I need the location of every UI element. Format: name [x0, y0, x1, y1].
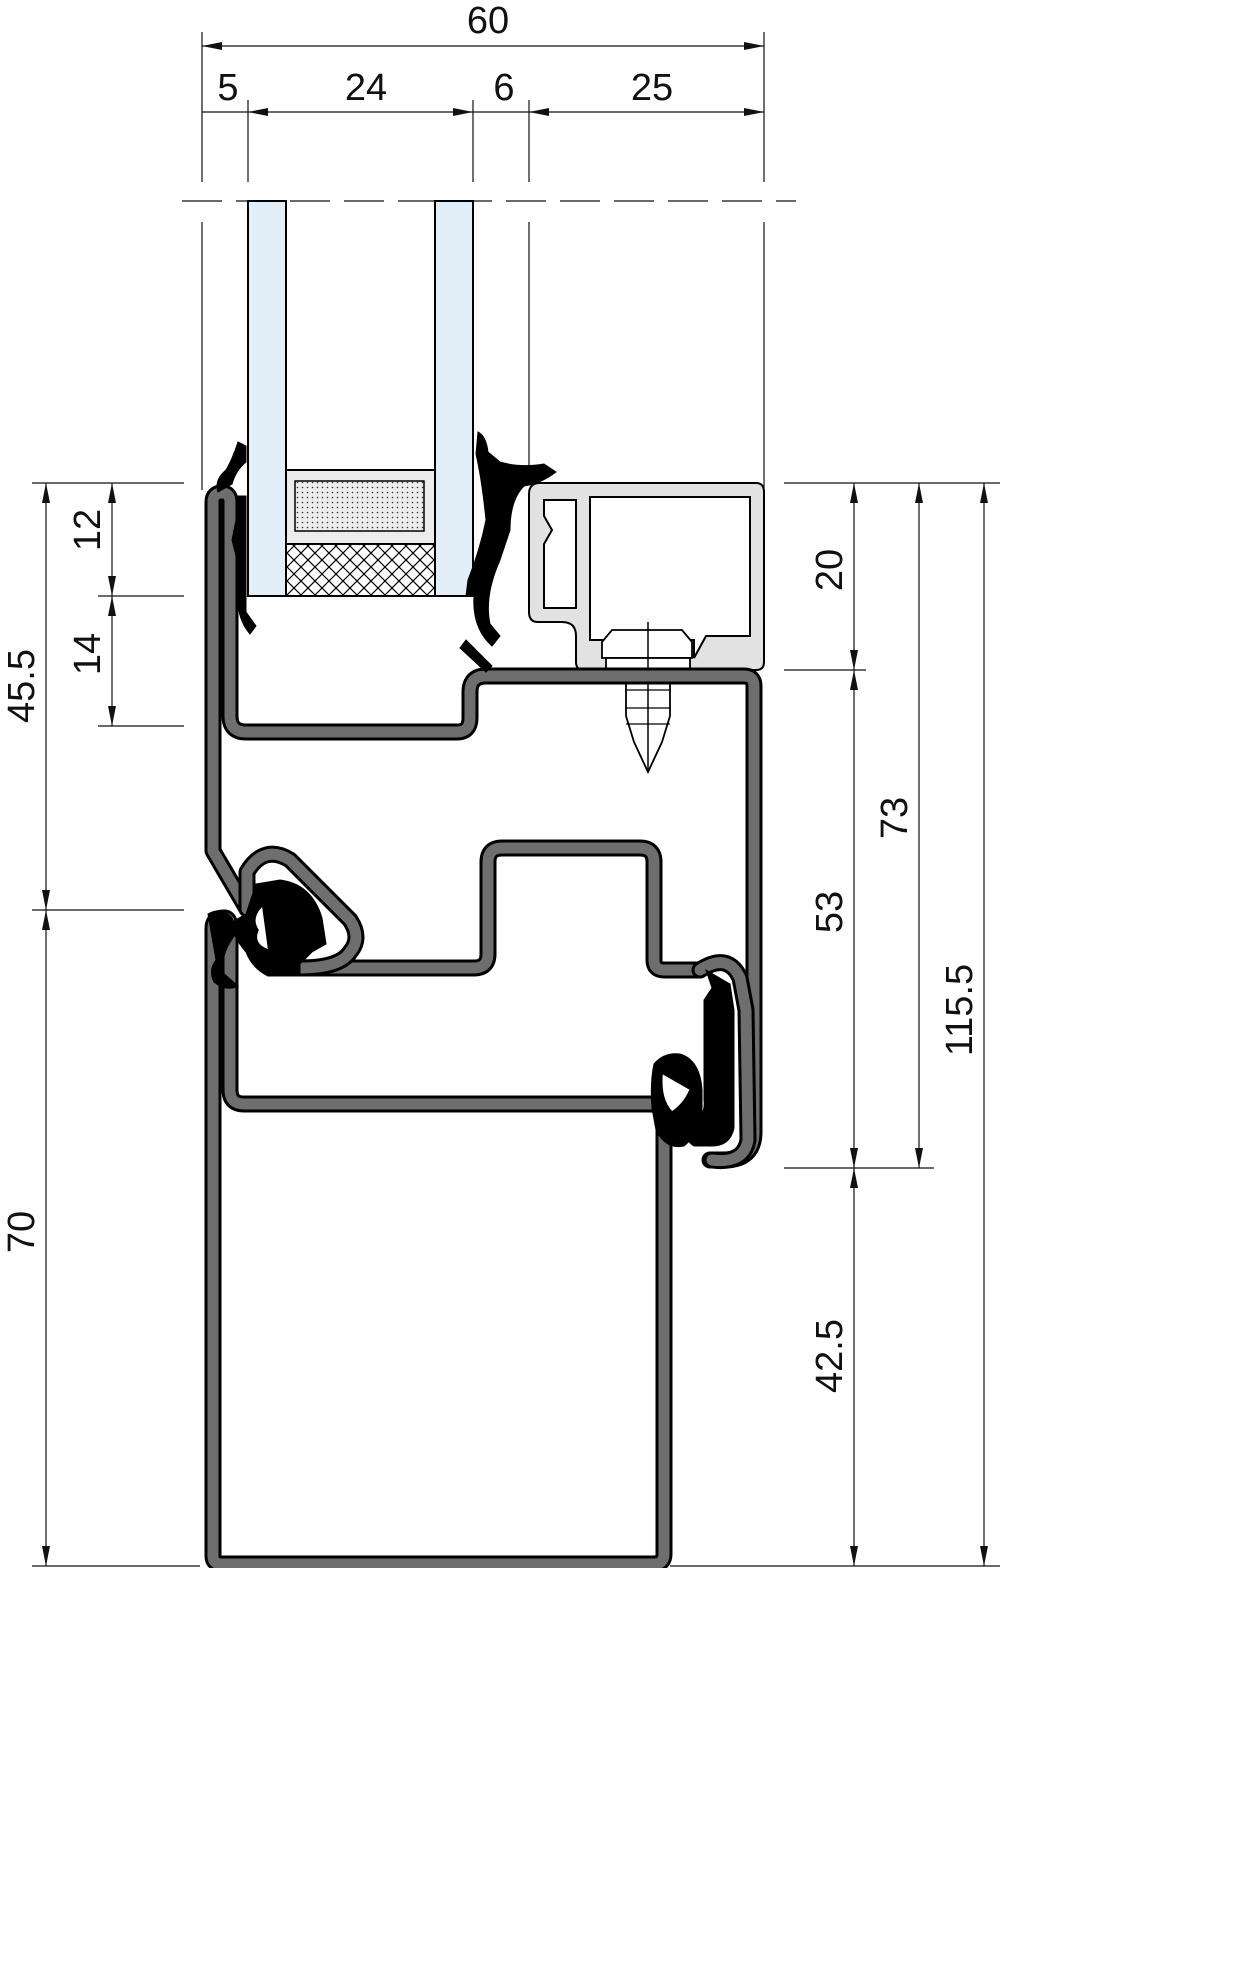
double-glazing-unit: [247, 200, 474, 597]
top-segment-label-3: 6: [493, 67, 514, 109]
right-dim-label-42-5: 42.5: [809, 1319, 851, 1393]
sash-profile: [204, 484, 763, 1170]
spacer-desiccant: [294, 480, 425, 532]
overall-width-label: 60: [467, 0, 509, 42]
gaskets: [207, 431, 735, 1148]
inner-glazing-gasket: [459, 431, 557, 673]
right-dim-label-53: 53: [809, 891, 851, 933]
top-segment-label-1: 5: [217, 67, 238, 109]
outer-glass-pane: [247, 200, 287, 597]
outer-glazing-gasket: [216, 441, 257, 635]
window-profile-section-drawing: 60 5 24 6 25 12 14 45.5 70: [1, 0, 1000, 1568]
left-dim-label-70: 70: [1, 1211, 43, 1253]
glazing-bead: [528, 482, 765, 671]
inner-glass-pane: [434, 200, 474, 597]
right-dim-label-20: 20: [809, 549, 851, 591]
secondary-seal: [285, 543, 436, 597]
top-segment-label-2: 24: [345, 67, 387, 109]
left-dim-label-45-5: 45.5: [1, 649, 43, 723]
right-dim-label-115-5: 115.5: [939, 964, 981, 1056]
top-segment-label-4: 25: [631, 67, 673, 109]
frame-profile: [204, 909, 673, 1568]
left-dim-label-14: 14: [67, 633, 109, 675]
right-dim-label-73: 73: [874, 797, 916, 839]
left-dim-label-12: 12: [67, 509, 109, 551]
bead-fixing-screw: [601, 622, 693, 775]
left-dimensions: 12 14 45.5 70: [1, 482, 200, 1567]
top-dimensions: 60 5 24 6 25: [182, 0, 796, 490]
right-dimensions: 20 73 53 115.5 42.5: [670, 482, 1000, 1567]
